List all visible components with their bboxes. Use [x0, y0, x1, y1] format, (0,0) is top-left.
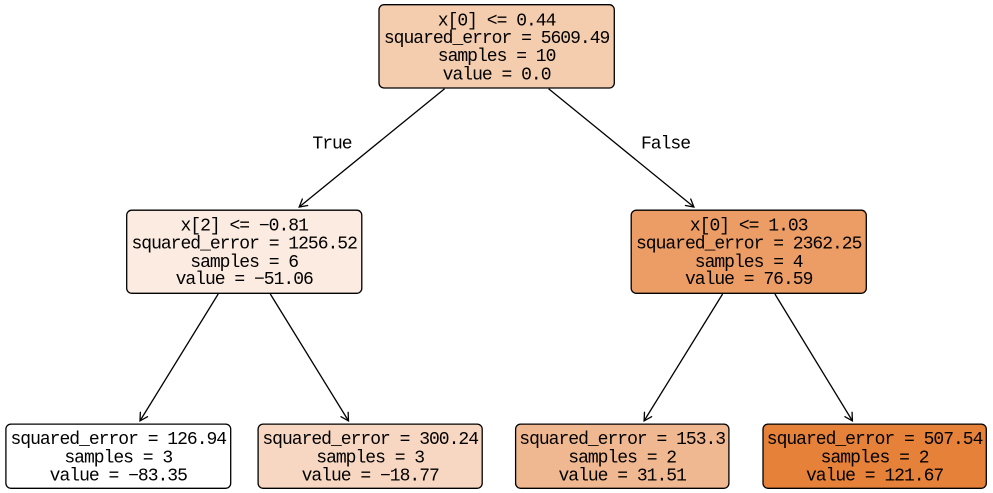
svg-text:value = 121.67: value = 121.67	[806, 467, 943, 487]
svg-text:x[0] <= 0.44: x[0] <= 0.44	[438, 12, 556, 32]
svg-text:value = −83.35: value = −83.35	[50, 467, 187, 487]
svg-text:value = −18.77: value = −18.77	[302, 467, 439, 487]
svg-text:value = 31.51: value = 31.51	[558, 467, 686, 487]
svg-text:samples = 10: samples = 10	[438, 47, 556, 67]
svg-text:samples = 4: samples = 4	[695, 253, 803, 273]
svg-text:value = 0.0: value = 0.0	[443, 65, 551, 85]
svg-text:samples = 6: samples = 6	[190, 253, 298, 273]
svg-text:value = 76.59: value = 76.59	[685, 270, 813, 290]
svg-text:squared_error = 2362.25: squared_error = 2362.25	[636, 235, 862, 255]
svg-text:False: False	[641, 134, 690, 154]
svg-text:samples = 2: samples = 2	[568, 449, 676, 469]
svg-text:x[2] <= −0.81: x[2] <= −0.81	[180, 216, 308, 236]
svg-text:squared_error = 1256.52: squared_error = 1256.52	[131, 235, 357, 255]
svg-text:value = −51.06: value = −51.06	[176, 270, 313, 290]
svg-text:squared_error = 300.24: squared_error = 300.24	[262, 430, 478, 450]
svg-text:samples = 2: samples = 2	[821, 449, 929, 469]
svg-text:samples = 3: samples = 3	[64, 449, 172, 469]
svg-text:squared_error = 126.94: squared_error = 126.94	[10, 430, 226, 450]
svg-text:squared_error = 507.54: squared_error = 507.54	[767, 430, 983, 450]
svg-text:x[0] <= 1.03: x[0] <= 1.03	[690, 216, 808, 236]
svg-text:samples = 3: samples = 3	[316, 449, 424, 469]
svg-text:squared_error = 153.3: squared_error = 153.3	[519, 430, 725, 450]
svg-text:True: True	[312, 134, 351, 154]
svg-text:squared_error = 5609.49: squared_error = 5609.49	[384, 29, 610, 49]
